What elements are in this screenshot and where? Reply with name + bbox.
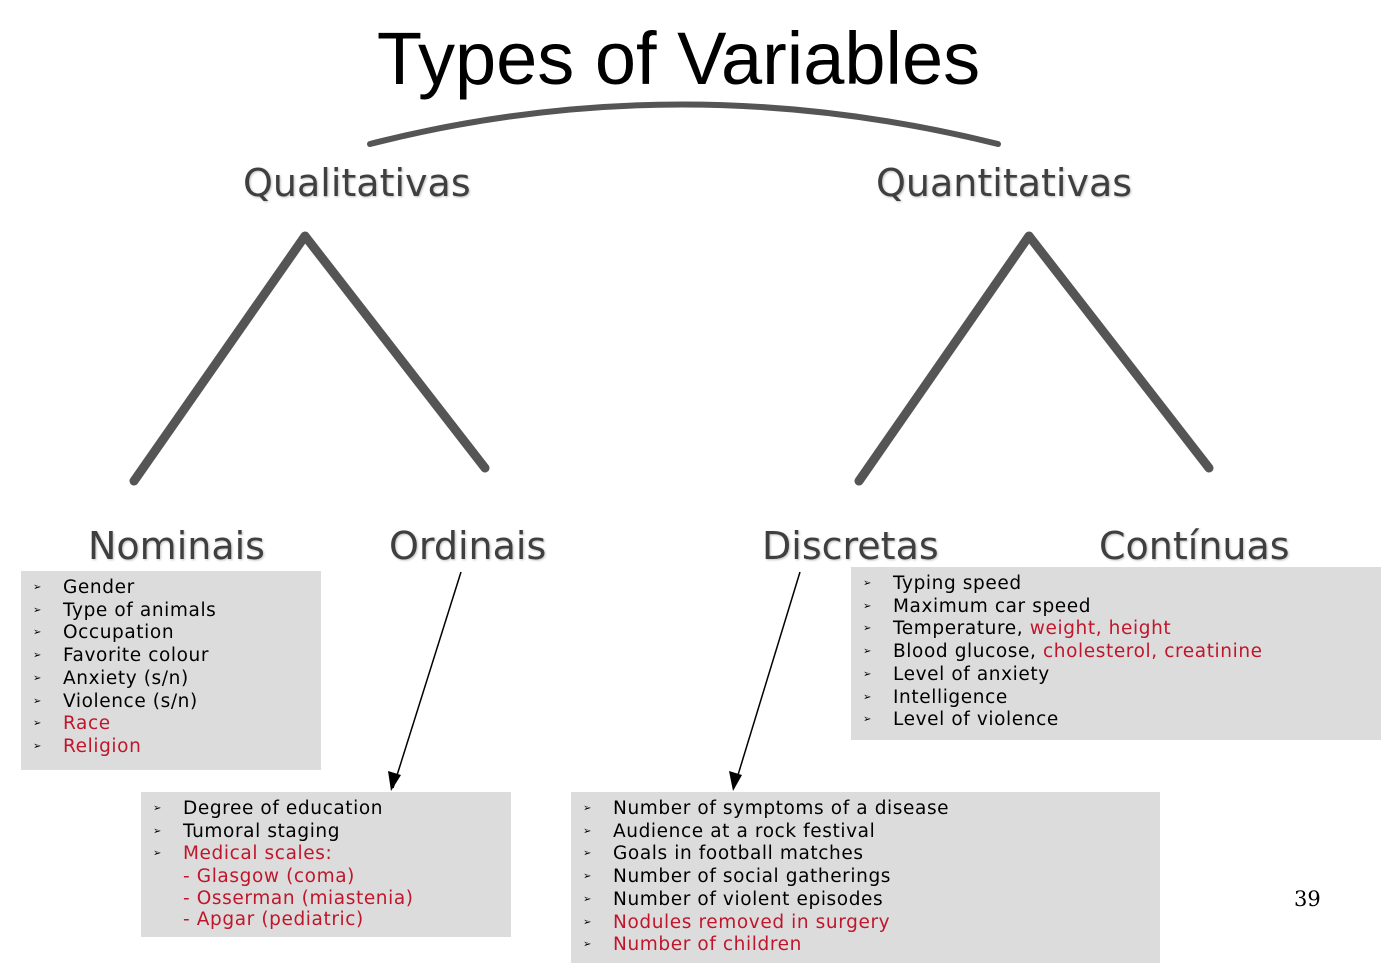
list-item: ➢Goals in football matches	[583, 843, 864, 865]
arrow-bullet-icon: ➢	[33, 740, 42, 752]
arrow-bullet-icon: ➢	[153, 803, 162, 814]
list-item: ➢Tumoral staging	[153, 820, 341, 842]
discrete-arrow	[733, 571, 801, 789]
arrow-bullet-icon: ➢	[33, 627, 42, 639]
quantitative-branch	[854, 231, 1214, 486]
list-item: ➢Degree of education	[153, 798, 384, 819]
list-item: ➢Temperature, weight, height	[863, 618, 1172, 640]
arrow-bullet-icon: ➢	[33, 718, 42, 730]
list-item: ➢Level of anxiety	[863, 663, 1050, 685]
list-item: ➢Blood glucose, cholesterol, creatinine	[863, 641, 1263, 663]
list-item: ➢Anxiety (s/n)	[33, 667, 189, 689]
arrow-bullet-icon: ➢	[583, 916, 592, 928]
arrow-bullet-icon: ➢	[863, 623, 872, 635]
arrow-bullet-icon: ➢	[863, 691, 872, 703]
arrow-bullet-icon: ➢	[153, 825, 162, 837]
nominal-examples-box: ➢Gender ➢Type of animals ➢Occupation ➢Fa…	[21, 571, 321, 770]
node-quantitativas: Quantitativas	[876, 161, 1133, 205]
list-item: ➢Type of animals	[33, 599, 217, 621]
page-number: 39	[1294, 887, 1321, 911]
list-item: ➢Nodules removed in surgery	[583, 911, 891, 933]
list-item: ➢Number of violent episodes	[583, 888, 884, 910]
top-arc	[367, 101, 1001, 147]
page-title: Types of Variables	[376, 17, 981, 100]
list-item: ➢Occupation	[33, 622, 175, 644]
list-item: ➢Favorite colour	[33, 645, 210, 667]
list-item: ➢Medical scales:	[153, 843, 333, 865]
node-continuas: Contínuas	[1099, 524, 1290, 568]
arrow-bullet-icon: ➢	[33, 695, 42, 707]
list-item: ➢Number of social gatherings	[583, 866, 892, 888]
list-item: ➢Gender	[33, 577, 135, 598]
ordinal-examples-box: ➢Degree of education ➢Tumoral staging ➢M…	[141, 792, 511, 937]
list-item: ➢Level of violence	[863, 709, 1059, 731]
arrow-bullet-icon: ➢	[583, 803, 592, 814]
discrete-examples-box: ➢Number of symptoms of a disease ➢Audien…	[571, 792, 1160, 963]
list-item: ➢Intelligence	[863, 686, 1008, 708]
sub-item: - Glasgow (coma)	[183, 866, 355, 888]
node-nominais: Nominais	[88, 524, 265, 568]
arrow-bullet-icon: ➢	[583, 848, 592, 860]
ordinal-arrow	[392, 571, 462, 789]
node-ordinais: Ordinais	[389, 524, 547, 568]
arrow-bullet-icon: ➢	[863, 600, 872, 612]
discrete-arrowhead	[729, 771, 742, 791]
arrow-bullet-icon: ➢	[33, 582, 42, 593]
ordinal-arrowhead	[388, 771, 401, 791]
list-item: ➢Number of children	[583, 934, 802, 956]
sub-item: - Osserman (miastenia)	[183, 887, 414, 909]
qualitative-branch	[129, 231, 490, 486]
list-item: ➢Race	[33, 713, 111, 735]
arrow-bullet-icon: ➢	[583, 871, 592, 883]
arrow-bullet-icon: ➢	[863, 578, 872, 589]
arrow-bullet-icon: ➢	[33, 672, 42, 684]
arrow-bullet-icon: ➢	[583, 939, 592, 951]
arrow-bullet-icon: ➢	[583, 825, 592, 837]
arrow-bullet-icon: ➢	[863, 646, 872, 658]
list-item: ➢Violence (s/n)	[33, 690, 198, 712]
arrow-bullet-icon: ➢	[33, 650, 42, 662]
arrow-bullet-icon: ➢	[863, 668, 872, 680]
node-discretas: Discretas	[762, 524, 939, 568]
list-item: ➢Number of symptoms of a disease	[583, 798, 950, 819]
arrow-bullet-icon: ➢	[153, 848, 162, 860]
continuous-examples-box: ➢Typing speed ➢Maximum car speed ➢Temper…	[851, 567, 1381, 740]
list-item: ➢Maximum car speed	[863, 595, 1092, 617]
list-item: ➢Typing speed	[863, 573, 1022, 594]
arrow-bullet-icon: ➢	[583, 893, 592, 905]
arrow-bullet-icon: ➢	[863, 714, 872, 726]
list-item: ➢Religion	[33, 735, 142, 757]
arrow-bullet-icon: ➢	[33, 604, 42, 616]
sub-item: - Apgar (pediatric)	[183, 909, 364, 931]
node-qualitativas: Qualitativas	[243, 161, 471, 205]
list-item: ➢Audience at a rock festival	[583, 820, 876, 842]
